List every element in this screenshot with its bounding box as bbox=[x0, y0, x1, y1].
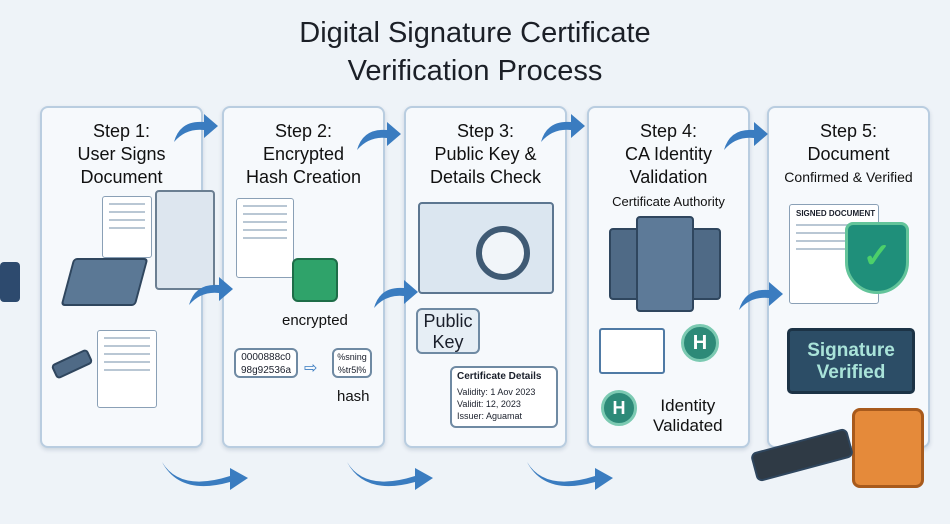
step-title: Encrypted bbox=[262, 144, 345, 164]
certificate-row: Validity: 1 Aov 2023 bbox=[457, 387, 536, 397]
hash-input-line: 98g92536a bbox=[240, 365, 292, 376]
arrow-icon bbox=[527, 462, 613, 490]
signature-tablet-icon bbox=[60, 258, 149, 306]
hash-output-line: %tr5l% bbox=[337, 365, 367, 375]
step-number: Step 2: bbox=[274, 121, 333, 141]
step-title: CA Identity bbox=[624, 144, 713, 164]
step-title: Public Key & bbox=[434, 144, 537, 164]
step-number: Step 3: bbox=[456, 121, 515, 141]
signed-document-icon bbox=[97, 330, 157, 408]
document-icon bbox=[102, 196, 152, 258]
arrow-icon bbox=[189, 277, 233, 305]
certificate-row: Validit: 12, 2023 bbox=[457, 399, 521, 409]
title-line-1: Digital Signature Certificate bbox=[299, 17, 651, 49]
certificate-row: Issuer: Aguamat bbox=[457, 411, 523, 421]
hash-output-box: %sning %tr5l% bbox=[332, 348, 372, 378]
arrow-icon bbox=[174, 114, 218, 142]
verified-badge-icon: H bbox=[681, 324, 719, 362]
certificate-authority-label: Certificate Authority bbox=[612, 194, 725, 209]
certificate-title: Certificate Details bbox=[457, 371, 542, 382]
verified-line: Signature bbox=[807, 340, 895, 361]
step-title: Validation bbox=[629, 167, 708, 187]
encrypted-label: encrypted bbox=[282, 312, 348, 329]
hand-icon bbox=[0, 262, 20, 302]
hash-label: hash bbox=[337, 388, 370, 405]
arrow-right-icon: ⇨ bbox=[304, 360, 318, 377]
identity-line: Validated bbox=[653, 416, 723, 435]
identity-badge-icon: H bbox=[601, 390, 637, 426]
step-number: Step 4: bbox=[639, 121, 698, 141]
arrow-icon bbox=[357, 122, 401, 150]
keyhole-server-icon bbox=[636, 216, 694, 312]
magnifier-icon bbox=[476, 226, 530, 280]
document-icon bbox=[236, 198, 294, 278]
usb-token-icon bbox=[50, 348, 94, 380]
hash-output-line: %sning bbox=[337, 352, 367, 362]
step-title: Details Check bbox=[429, 167, 542, 187]
step-title: User Signs bbox=[77, 144, 166, 164]
step-3-heading: Step 3: Public Key & Details Check bbox=[406, 120, 565, 189]
public-key-line: Key bbox=[432, 332, 464, 352]
identity-line: Identity bbox=[660, 396, 716, 415]
arrow-icon bbox=[541, 114, 585, 142]
step-number: Step 1: bbox=[92, 121, 151, 141]
step-title: Confirmed & Verified bbox=[784, 169, 913, 185]
shield-check-icon: ✓ bbox=[845, 222, 909, 294]
arrow-icon bbox=[347, 462, 433, 490]
safe-icon bbox=[852, 408, 924, 488]
step-number: Step 5: bbox=[819, 121, 878, 141]
hash-input-box: 0000888c0 98g92536a bbox=[234, 348, 298, 378]
signed-document-label: SIGNED DOCUMENT bbox=[796, 209, 876, 218]
hash-input-line: 0000888c0 bbox=[241, 352, 291, 363]
step-title: Document bbox=[807, 144, 890, 164]
title-line-2: Verification Process bbox=[347, 55, 603, 87]
padlock-icon bbox=[292, 258, 338, 302]
arrow-icon bbox=[739, 282, 783, 310]
id-badge-icon bbox=[599, 328, 665, 374]
arrow-icon bbox=[162, 462, 248, 490]
verified-line: Verified bbox=[816, 362, 886, 383]
laptop-icon bbox=[155, 190, 215, 290]
certificate-details-card: Certificate Details Validity: 1 Aov 2023… bbox=[450, 366, 558, 428]
arrow-icon bbox=[374, 280, 418, 308]
step-title: Hash Creation bbox=[245, 167, 362, 187]
public-key-line: Public bbox=[423, 311, 473, 331]
arrow-icon bbox=[724, 122, 768, 150]
step-title: Document bbox=[80, 167, 163, 187]
